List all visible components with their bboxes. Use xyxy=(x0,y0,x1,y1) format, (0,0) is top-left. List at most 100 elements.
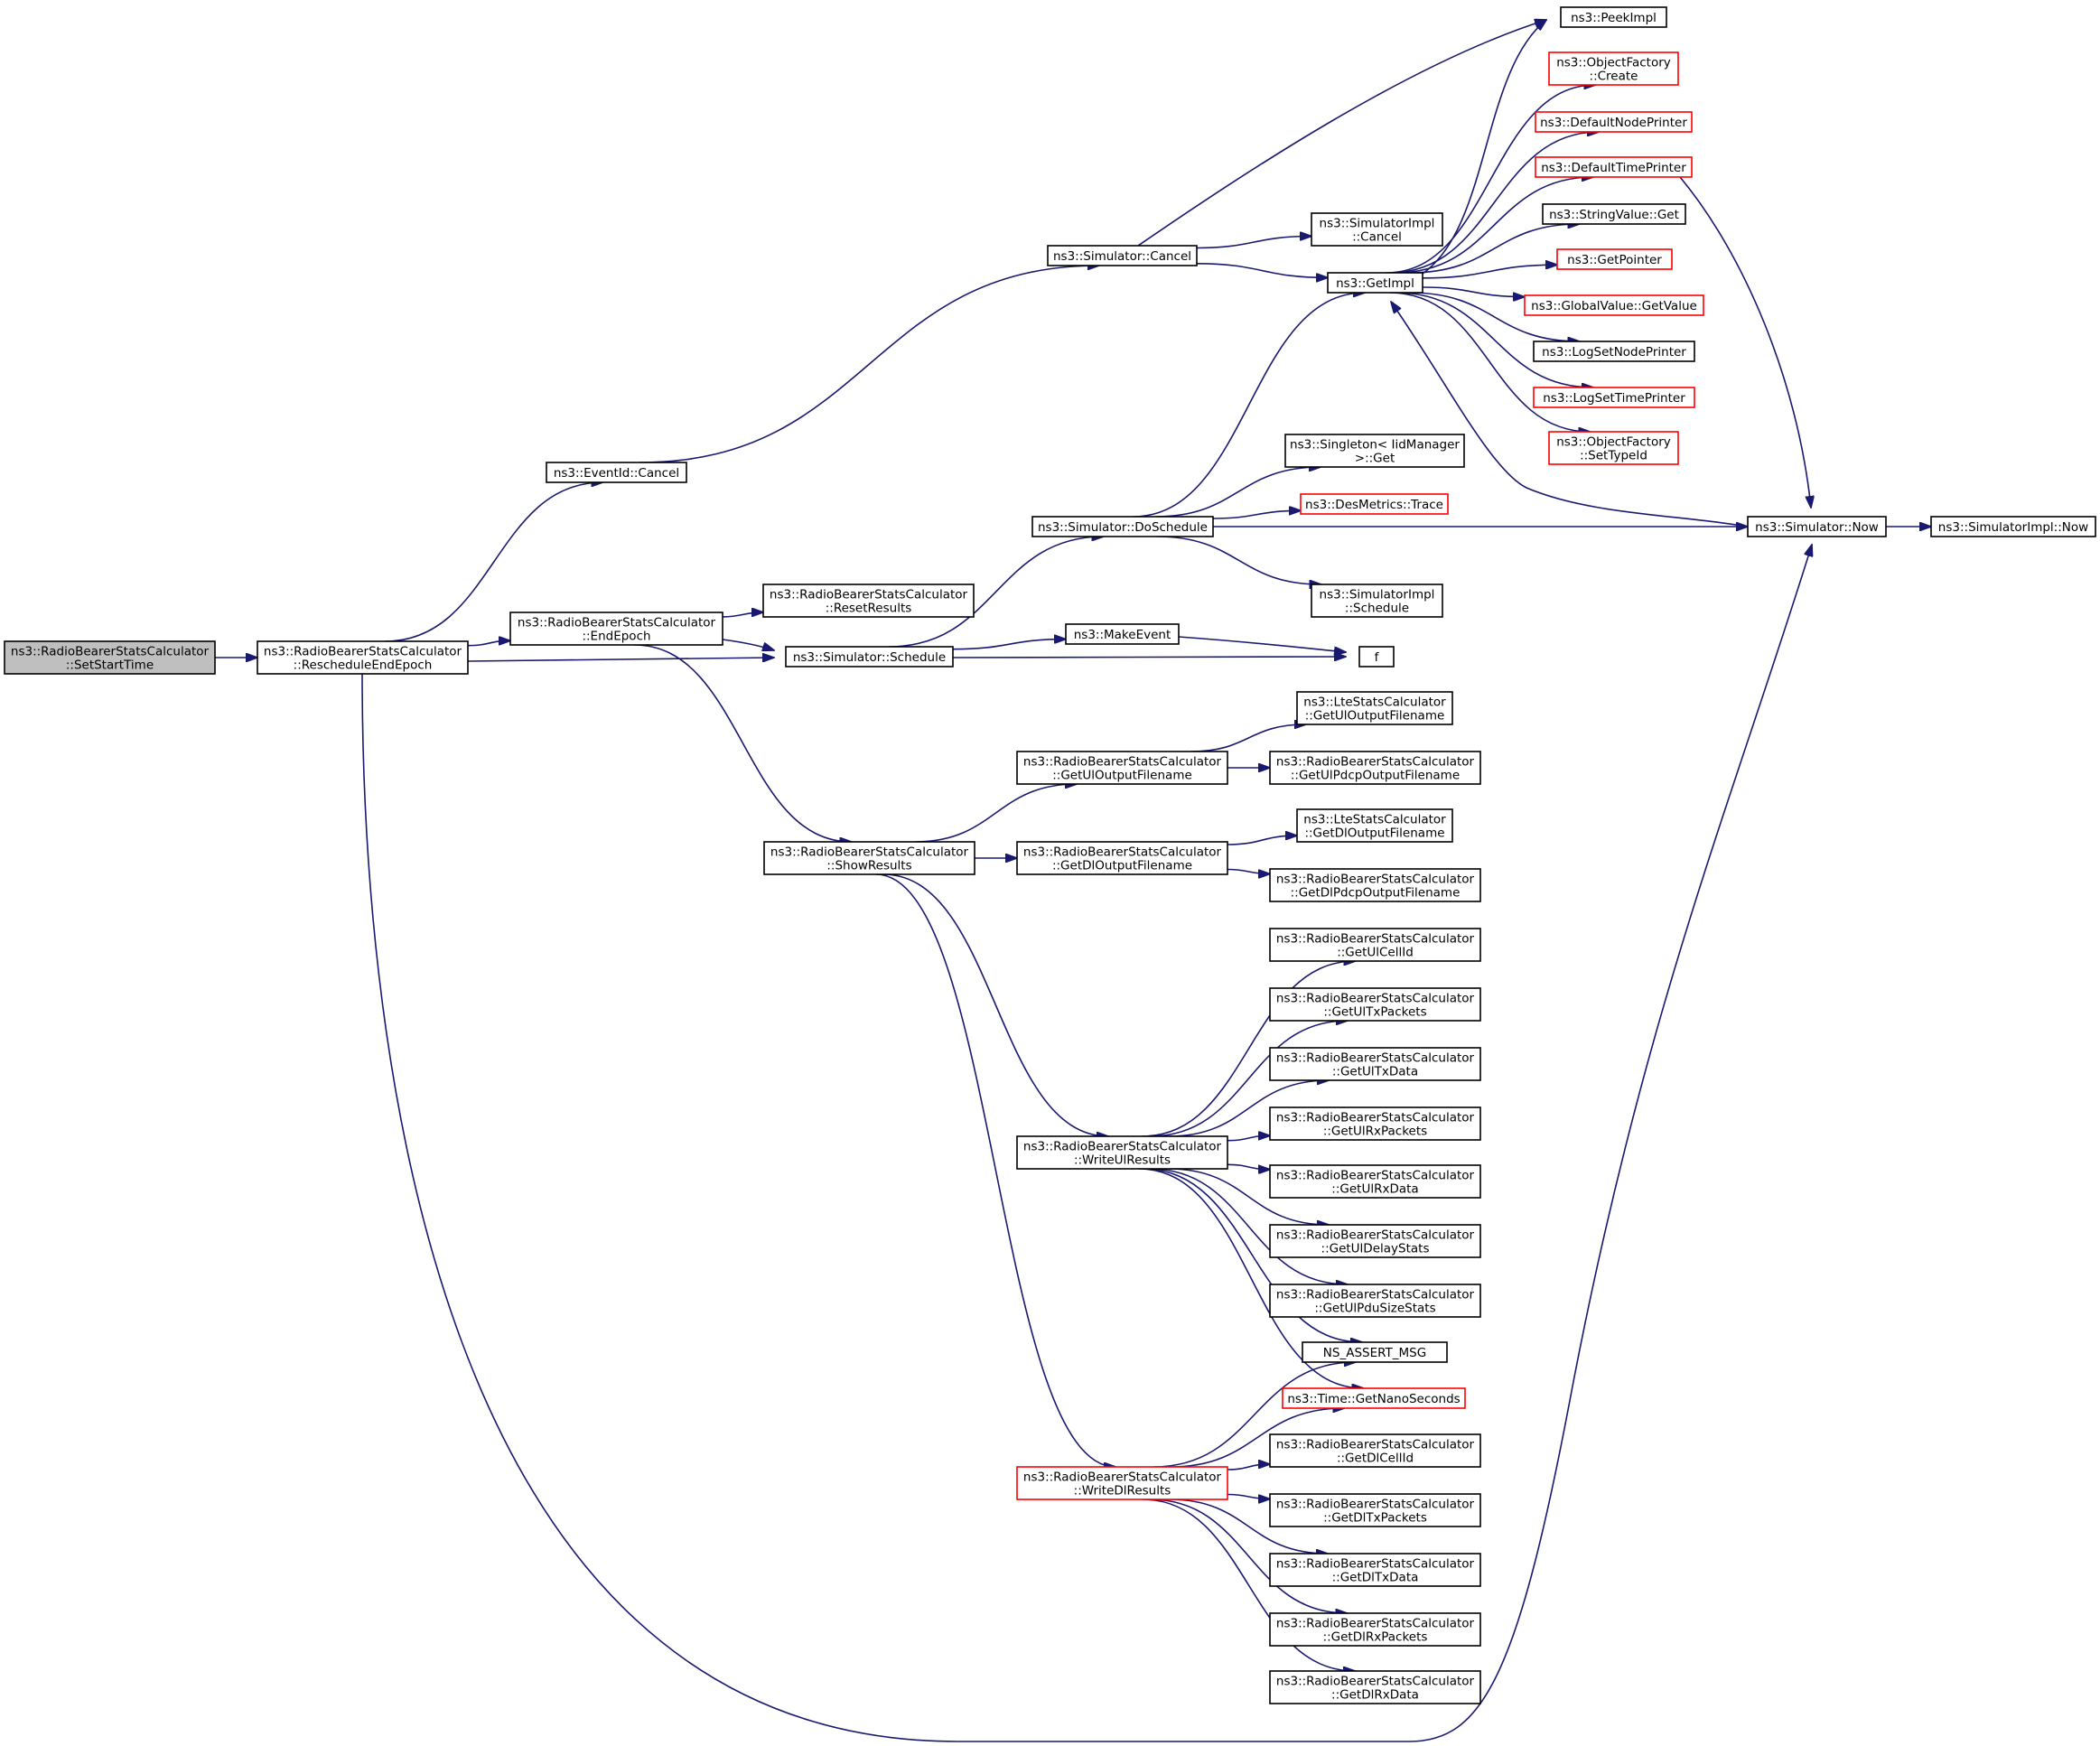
node-box xyxy=(1556,248,1673,270)
node-label: ns3::GlobalValue::GetValue xyxy=(1531,299,1697,313)
node-getdlcellid[interactable]: ns3::RadioBearerStatsCalculator::GetDlCe… xyxy=(1269,1433,1481,1468)
node-box xyxy=(1269,1493,1481,1527)
node-showresults[interactable]: ns3::RadioBearerStatsCalculator::ShowRes… xyxy=(763,841,975,875)
node-getulrxdata[interactable]: ns3::RadioBearerStatsCalculator::GetUlRx… xyxy=(1269,1164,1481,1199)
node-label: ns3::RadioBearerStatsCalculator xyxy=(1023,1140,1222,1154)
node-getulcellid[interactable]: ns3::RadioBearerStatsCalculator::GetUlCe… xyxy=(1269,928,1481,962)
edge-doschedule-to-getimpl xyxy=(1133,293,1365,518)
node-endepoch[interactable]: ns3::RadioBearerStatsCalculator::EndEpoc… xyxy=(509,612,723,646)
node-label: ::GetUlDelayStats xyxy=(1321,1242,1430,1256)
node-simcancel[interactable]: ns3::Simulator::Cancel xyxy=(1047,245,1198,266)
node-resetresults[interactable]: ns3::RadioBearerStatsCalculator::ResetRe… xyxy=(762,584,975,618)
node-implschedule[interactable]: ns3::SimulatorImpl::Schedule xyxy=(1311,584,1443,618)
node-box xyxy=(1269,751,1481,785)
edge-writeul-to-getuldelay xyxy=(1168,1168,1329,1225)
node-box xyxy=(1533,341,1695,362)
node-strget[interactable]: ns3::StringValue::Get xyxy=(1542,203,1686,225)
node-box xyxy=(1031,516,1214,537)
node-label: ns3::Time::GetNanoSeconds xyxy=(1287,1392,1460,1406)
node-peekimpl[interactable]: ns3::PeekImpl xyxy=(1560,6,1667,28)
node-eventcancel[interactable]: ns3::EventId::Cancel xyxy=(546,462,687,483)
node-getdlrxdata[interactable]: ns3::RadioBearerStatsCalculator::GetDlRx… xyxy=(1269,1670,1481,1704)
edge-reschedule-to-schedule xyxy=(467,658,774,661)
node-writeul[interactable]: ns3::RadioBearerStatsCalculator::WriteUl… xyxy=(1016,1135,1228,1170)
node-getdlrxpackets[interactable]: ns3::RadioBearerStatsCalculator::GetDlRx… xyxy=(1269,1612,1481,1647)
node-getuldelay[interactable]: ns3::RadioBearerStatsCalculator::GetUlDe… xyxy=(1269,1224,1481,1258)
node-root[interactable]: ns3::RadioBearerStatsCalculator::SetStar… xyxy=(4,640,216,675)
node-singleton[interactable]: ns3::Singleton< IidManager >::Get xyxy=(1284,434,1465,468)
node-getdlout[interactable]: ns3::RadioBearerStatsCalculator::GetDlOu… xyxy=(1016,841,1228,875)
node-label: ns3::RadioBearerStatsCalculator xyxy=(1276,1617,1475,1631)
edge-eventcancel-to-simcancel xyxy=(639,266,1099,463)
node-ltegetulout[interactable]: ns3::LteStatsCalculator::GetUlOutputFile… xyxy=(1296,691,1453,725)
node-label: ns3::SimulatorImpl xyxy=(1320,588,1435,602)
node-getulpdcp[interactable]: ns3::RadioBearerStatsCalculator::GetUlPd… xyxy=(1269,751,1481,785)
node-getultxpackets[interactable]: ns3::RadioBearerStatsCalculator::GetUlTx… xyxy=(1269,987,1481,1022)
edge-getimpl-to-logsetnode xyxy=(1409,292,1580,341)
node-desmetrics[interactable]: ns3::DesMetrics::Trace xyxy=(1300,493,1449,515)
edge-showresults-to-writeul xyxy=(882,873,1108,1136)
node-getdlpdcp[interactable]: ns3::RadioBearerStatsCalculator::GetDlPd… xyxy=(1269,868,1481,902)
edge-getimpl-to-ofcreate xyxy=(1386,85,1596,274)
edge-getdlout-to-getdlpdcp xyxy=(1227,868,1270,874)
node-getdltxdata[interactable]: ns3::RadioBearerStatsCalculator::GetDlTx… xyxy=(1269,1553,1481,1587)
node-writedl[interactable]: ns3::RadioBearerStatsCalculator::WriteDl… xyxy=(1016,1466,1228,1500)
node-implnow[interactable]: ns3::SimulatorImpl::Now xyxy=(1930,516,2096,537)
node-gvgetvalue[interactable]: ns3::GlobalValue::GetValue xyxy=(1524,294,1704,316)
node-label: ns3::SimulatorImpl xyxy=(1320,217,1435,231)
node-getulout[interactable]: ns3::RadioBearerStatsCalculator::GetUlOu… xyxy=(1016,751,1228,785)
node-defnode[interactable]: ns3::DefaultNodePrinter xyxy=(1535,111,1693,133)
node-nsassert[interactable]: NS_ASSERT_MSG xyxy=(1302,1341,1448,1363)
node-label: ::GetUlOutputFilename xyxy=(1052,769,1192,783)
edge-writeul-to-getulrxpackets xyxy=(1227,1135,1270,1142)
node-box xyxy=(1524,294,1704,316)
node-box xyxy=(1269,928,1481,962)
node-label: ns3::LteStatsCalculator xyxy=(1303,813,1446,827)
node-logsetnode[interactable]: ns3::LogSetNodePrinter xyxy=(1533,341,1695,362)
node-box xyxy=(762,584,975,618)
node-reschedule[interactable]: ns3::RadioBearerStatsCalculator::Resched… xyxy=(257,640,469,675)
edge-doschedule-to-implschedule xyxy=(1156,536,1321,584)
node-label: ::GetUlTxPackets xyxy=(1323,1005,1426,1020)
node-label: ns3::RadioBearerStatsCalculator xyxy=(1276,1111,1475,1125)
node-schedule[interactable]: ns3::Simulator::Schedule xyxy=(785,646,954,668)
edge-simcancel-to-peekimpl xyxy=(1137,20,1546,247)
node-getultxdata[interactable]: ns3::RadioBearerStatsCalculator::GetUlTx… xyxy=(1269,1047,1481,1081)
edge-writeul-to-getulcellid xyxy=(1142,961,1355,1137)
edge-getimpl-to-strget xyxy=(1409,224,1580,274)
node-simnow[interactable]: ns3::Simulator::Now xyxy=(1747,516,1887,537)
edge-getulout-to-ltegetulout xyxy=(1190,724,1306,752)
node-getnano[interactable]: ns3::Time::GetNanoSeconds xyxy=(1282,1387,1466,1409)
node-logsettime[interactable]: ns3::LogSetTimePrinter xyxy=(1533,387,1695,408)
node-implcancel[interactable]: ns3::SimulatorImpl::Cancel xyxy=(1311,212,1443,247)
node-box xyxy=(1296,808,1453,843)
node-box xyxy=(4,640,216,675)
node-box xyxy=(1047,245,1198,266)
node-label: ns3::RadioBearerStatsCalculator xyxy=(1276,1169,1475,1183)
node-label: ns3::LogSetNodePrinter xyxy=(1542,345,1686,359)
node-ofsettypeid[interactable]: ns3::ObjectFactory::SetTypeId xyxy=(1548,431,1679,465)
edge-writedl-to-getdlrxdata xyxy=(1142,1499,1355,1671)
node-deftime[interactable]: ns3::DefaultTimePrinter xyxy=(1535,156,1693,178)
node-label: ns3::RadioBearerStatsCalculator xyxy=(518,616,716,630)
node-getimpl[interactable]: ns3::GetImpl xyxy=(1327,272,1423,294)
node-doschedule[interactable]: ns3::Simulator::DoSchedule xyxy=(1031,516,1214,537)
node-label: ns3::ObjectFactory xyxy=(1556,435,1671,450)
node-f[interactable]: f xyxy=(1358,646,1395,668)
node-label: ns3::Simulator::DoSchedule xyxy=(1038,520,1208,535)
node-getpointer[interactable]: ns3::GetPointer xyxy=(1556,248,1673,270)
node-label: ns3::RadioBearerStatsCalculator xyxy=(1276,1228,1475,1243)
node-makeevent[interactable]: ns3::MakeEvent xyxy=(1065,623,1180,645)
edge-schedule-to-doschedule xyxy=(888,537,1104,648)
node-ltegetdlout[interactable]: ns3::LteStatsCalculator::GetDlOutputFile… xyxy=(1296,808,1453,843)
node-label: ::GetDlOutputFilename xyxy=(1052,859,1192,873)
node-getdltxpackets[interactable]: ns3::RadioBearerStatsCalculator::GetDlTx… xyxy=(1269,1493,1481,1527)
node-getulpdu[interactable]: ns3::RadioBearerStatsCalculator::GetUlPd… xyxy=(1269,1284,1481,1318)
node-getulrxpackets[interactable]: ns3::RadioBearerStatsCalculator::GetUlRx… xyxy=(1269,1106,1481,1141)
node-box xyxy=(1533,387,1695,408)
node-label: ns3::LteStatsCalculator xyxy=(1303,696,1446,710)
node-ofcreate[interactable]: ns3::ObjectFactory::Create xyxy=(1548,51,1679,86)
edge-writedl-to-getdltxdata xyxy=(1169,1499,1328,1554)
node-box xyxy=(1282,1387,1466,1409)
